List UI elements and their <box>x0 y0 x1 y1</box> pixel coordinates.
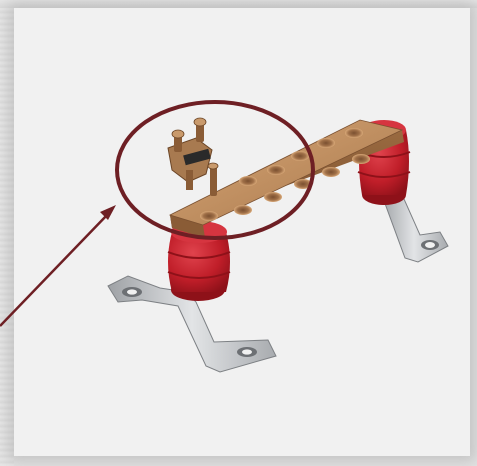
copper-busbar <box>168 119 404 238</box>
frame-left-edge <box>0 0 14 466</box>
busbar-holes <box>200 128 370 221</box>
frame-top-edge <box>0 0 477 8</box>
terminal-connector <box>167 117 219 196</box>
left-mounting-bracket <box>107 275 277 373</box>
pointer-arrow <box>0 205 116 327</box>
highlight-circle <box>115 100 315 240</box>
